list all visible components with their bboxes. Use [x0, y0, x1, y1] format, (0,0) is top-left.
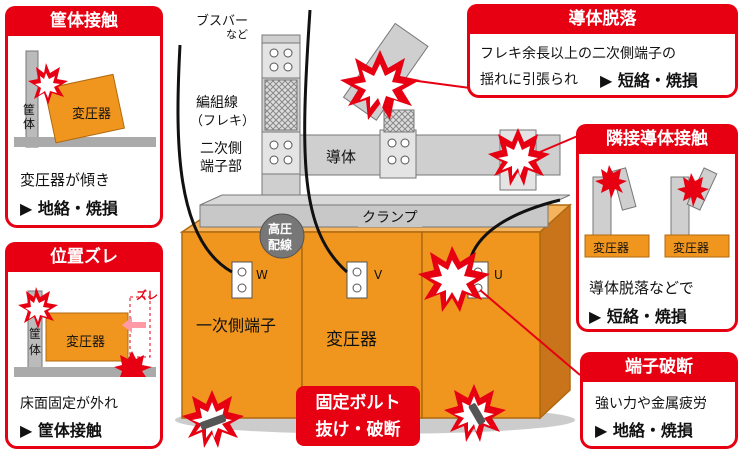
- terminal-break-line2: ▶ 地絡・焼損: [595, 417, 693, 441]
- case-contact-line1: 変圧器が傾き: [20, 169, 110, 190]
- phase-w-label: W: [256, 268, 268, 282]
- card-case-contact: 筐体接触 筐 体 変圧器 変圧器が傾き ▶ 地絡・焼損: [5, 6, 163, 228]
- adjacent-transformer-b: 変圧器: [673, 239, 709, 256]
- misalignment-line2: ▶ 筐体接触: [20, 417, 102, 441]
- misalignment-transformer: 変圧器: [66, 331, 105, 350]
- misalignment-shift-label: ズレ: [136, 287, 158, 303]
- hv-wire-label-2: 配線: [268, 236, 292, 253]
- misalignment-housing-2: 体: [29, 341, 41, 358]
- adjacent-line2: ▶ 短絡・焼損: [589, 303, 687, 327]
- card-terminal-break-title: 端子破断: [580, 352, 738, 382]
- braided-sub-label: （フレキ）: [190, 110, 255, 129]
- bolt-badge-line2: 抜け・破断: [296, 417, 420, 443]
- transformer-label: 変圧器: [326, 325, 377, 350]
- braided-label: 編組線: [196, 92, 238, 112]
- card-conductor-detach-title: 導体脱落: [467, 4, 738, 34]
- secondary-terminal-label-1: 二次側: [200, 138, 242, 158]
- clamp-label: クランプ: [358, 207, 422, 227]
- adjacent-line1: 導体脱落などで: [589, 277, 694, 298]
- case-contact-housing-2: 体: [23, 115, 35, 132]
- card-misalignment-title: 位置ズレ: [5, 242, 163, 272]
- card-conductor-detach: 導体脱落 フレキ余長以上の二次側端子の 揺れに引張られ ▶ 短絡・焼損: [467, 4, 738, 98]
- adjacent-transformer-a: 変圧器: [593, 239, 629, 256]
- conductor-detach-line1: フレキ余長以上の二次側端子の: [480, 43, 676, 63]
- phase-u-label: U: [494, 268, 503, 282]
- case-contact-illustration: [10, 41, 160, 151]
- case-contact-line2: ▶ 地絡・焼損: [20, 195, 118, 219]
- card-case-contact-title: 筐体接触: [5, 6, 163, 36]
- secondary-terminal-label-2: 端子部: [200, 156, 242, 176]
- transformer-side-face: [540, 205, 570, 418]
- bolt-badge: 固定ボルト 抜け・破断: [296, 386, 420, 446]
- phase-v-label: V: [374, 268, 382, 282]
- card-misalignment: 位置ズレ ズレ 筐 体 変圧器 床面固定が外れ ▶ 筐体接触: [5, 242, 163, 449]
- terminal-break-line1: 強い力や金属疲労: [595, 393, 707, 413]
- card-adjacent-contact-title: 隣接導体接触: [576, 124, 738, 154]
- misalignment-housing-1: 筐: [29, 325, 41, 342]
- card-terminal-break: 端子破断 強い力や金属疲労 ▶ 地絡・焼損: [580, 352, 738, 449]
- conductor-label: 導体: [326, 146, 356, 167]
- bolt-badge-line1: 固定ボルト: [296, 389, 420, 417]
- primary-terminal-v: [347, 262, 367, 298]
- conductor-terminal-mid: [380, 130, 416, 178]
- secondary-terminal-plate: [262, 132, 300, 174]
- case-contact-transformer: 変圧器: [72, 103, 111, 122]
- braided-wire: [265, 80, 297, 130]
- card-adjacent-contact: 隣接導体接触 変圧器 変圧器 導体脱落などで ▶ 短絡・焼損: [576, 124, 738, 332]
- busbar-plate: [262, 43, 300, 78]
- primary-terminal-w: [232, 262, 252, 298]
- busbar-sub-label: など: [226, 26, 248, 42]
- primary-terminal-label: 一次側端子: [196, 312, 276, 336]
- hv-wire-label-1: 高圧: [268, 220, 292, 237]
- conductor-detach-line2b: ▶ 短絡・焼損: [600, 67, 698, 91]
- clamp-top: [200, 195, 570, 205]
- misalignment-line1: 床面固定が外れ: [20, 393, 118, 413]
- leader-detach: [410, 80, 470, 88]
- conductor-detach-line2a: 揺れに引張られ: [480, 69, 578, 89]
